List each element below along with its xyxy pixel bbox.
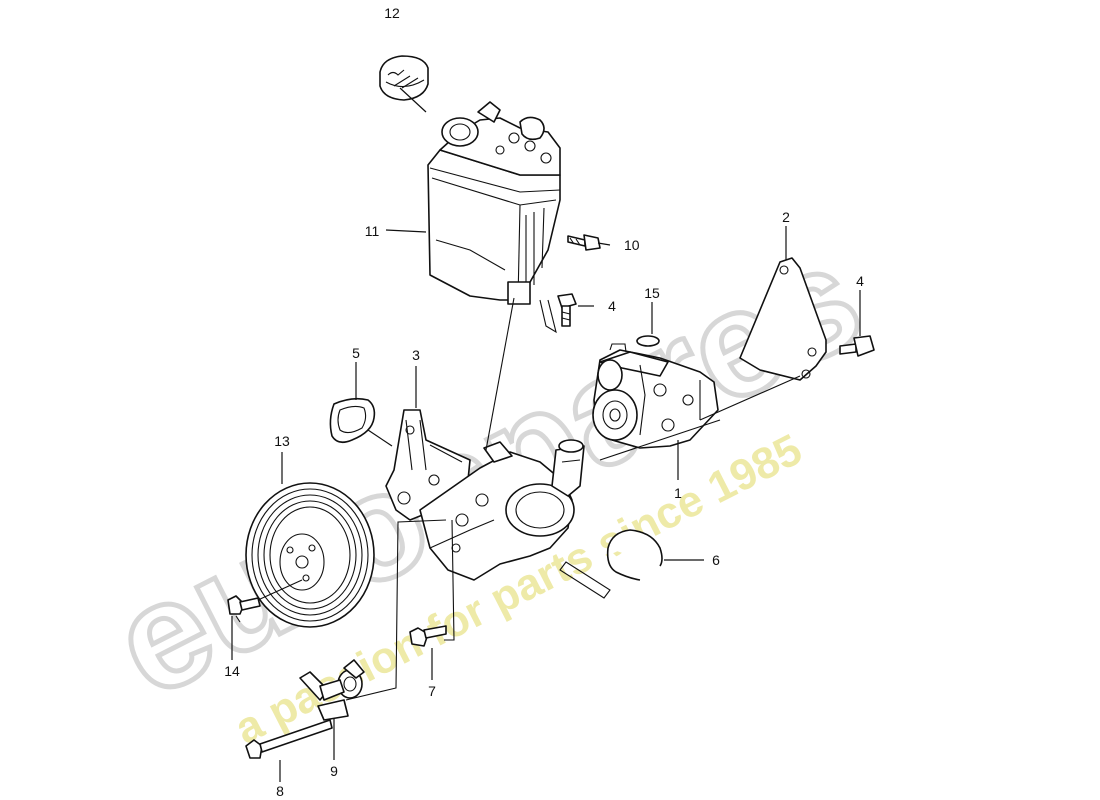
callout-4-upper: 4 — [608, 298, 616, 314]
hose-clip-part — [606, 529, 663, 581]
callout-14: 14 — [224, 663, 240, 679]
callout-8: 8 — [276, 783, 284, 799]
pump-part — [592, 343, 719, 449]
callouts: 12 11 10 4 15 2 4 1 3 5 13 6 14 7 9 8 — [224, 5, 864, 799]
banjo-fitting-part — [299, 659, 365, 721]
callout-10: 10 — [624, 237, 640, 253]
callout-7: 7 — [428, 683, 436, 699]
callout-15: 15 — [644, 285, 660, 301]
callout-4-right: 4 — [856, 273, 864, 289]
gasket-part — [329, 397, 376, 444]
callout-11: 11 — [365, 223, 380, 239]
bolt-part-4-upper — [557, 293, 577, 327]
leader-lines — [231, 87, 861, 782]
filler-cap-part — [379, 55, 429, 101]
callout-1: 1 — [674, 485, 682, 501]
bolt-part-7 — [409, 625, 447, 647]
callout-12: 12 — [384, 5, 400, 21]
callout-6: 6 — [712, 552, 720, 568]
callout-2: 2 — [782, 209, 790, 225]
assembly-lines — [235, 297, 801, 701]
pulley-part — [245, 482, 375, 628]
bolt-part-10 — [567, 234, 601, 251]
pipe-part — [551, 439, 585, 497]
o-ring-part-15 — [636, 335, 660, 347]
bolt-part-8 — [245, 719, 333, 759]
callout-5: 5 — [352, 345, 360, 361]
bracket-part-2 — [739, 257, 827, 381]
reservoir-part — [427, 101, 561, 305]
bolt-part-14 — [227, 595, 261, 615]
callout-3: 3 — [412, 347, 420, 363]
bolt-part-4-right — [839, 335, 875, 357]
callout-13: 13 — [274, 433, 290, 449]
callout-9: 9 — [330, 763, 338, 779]
